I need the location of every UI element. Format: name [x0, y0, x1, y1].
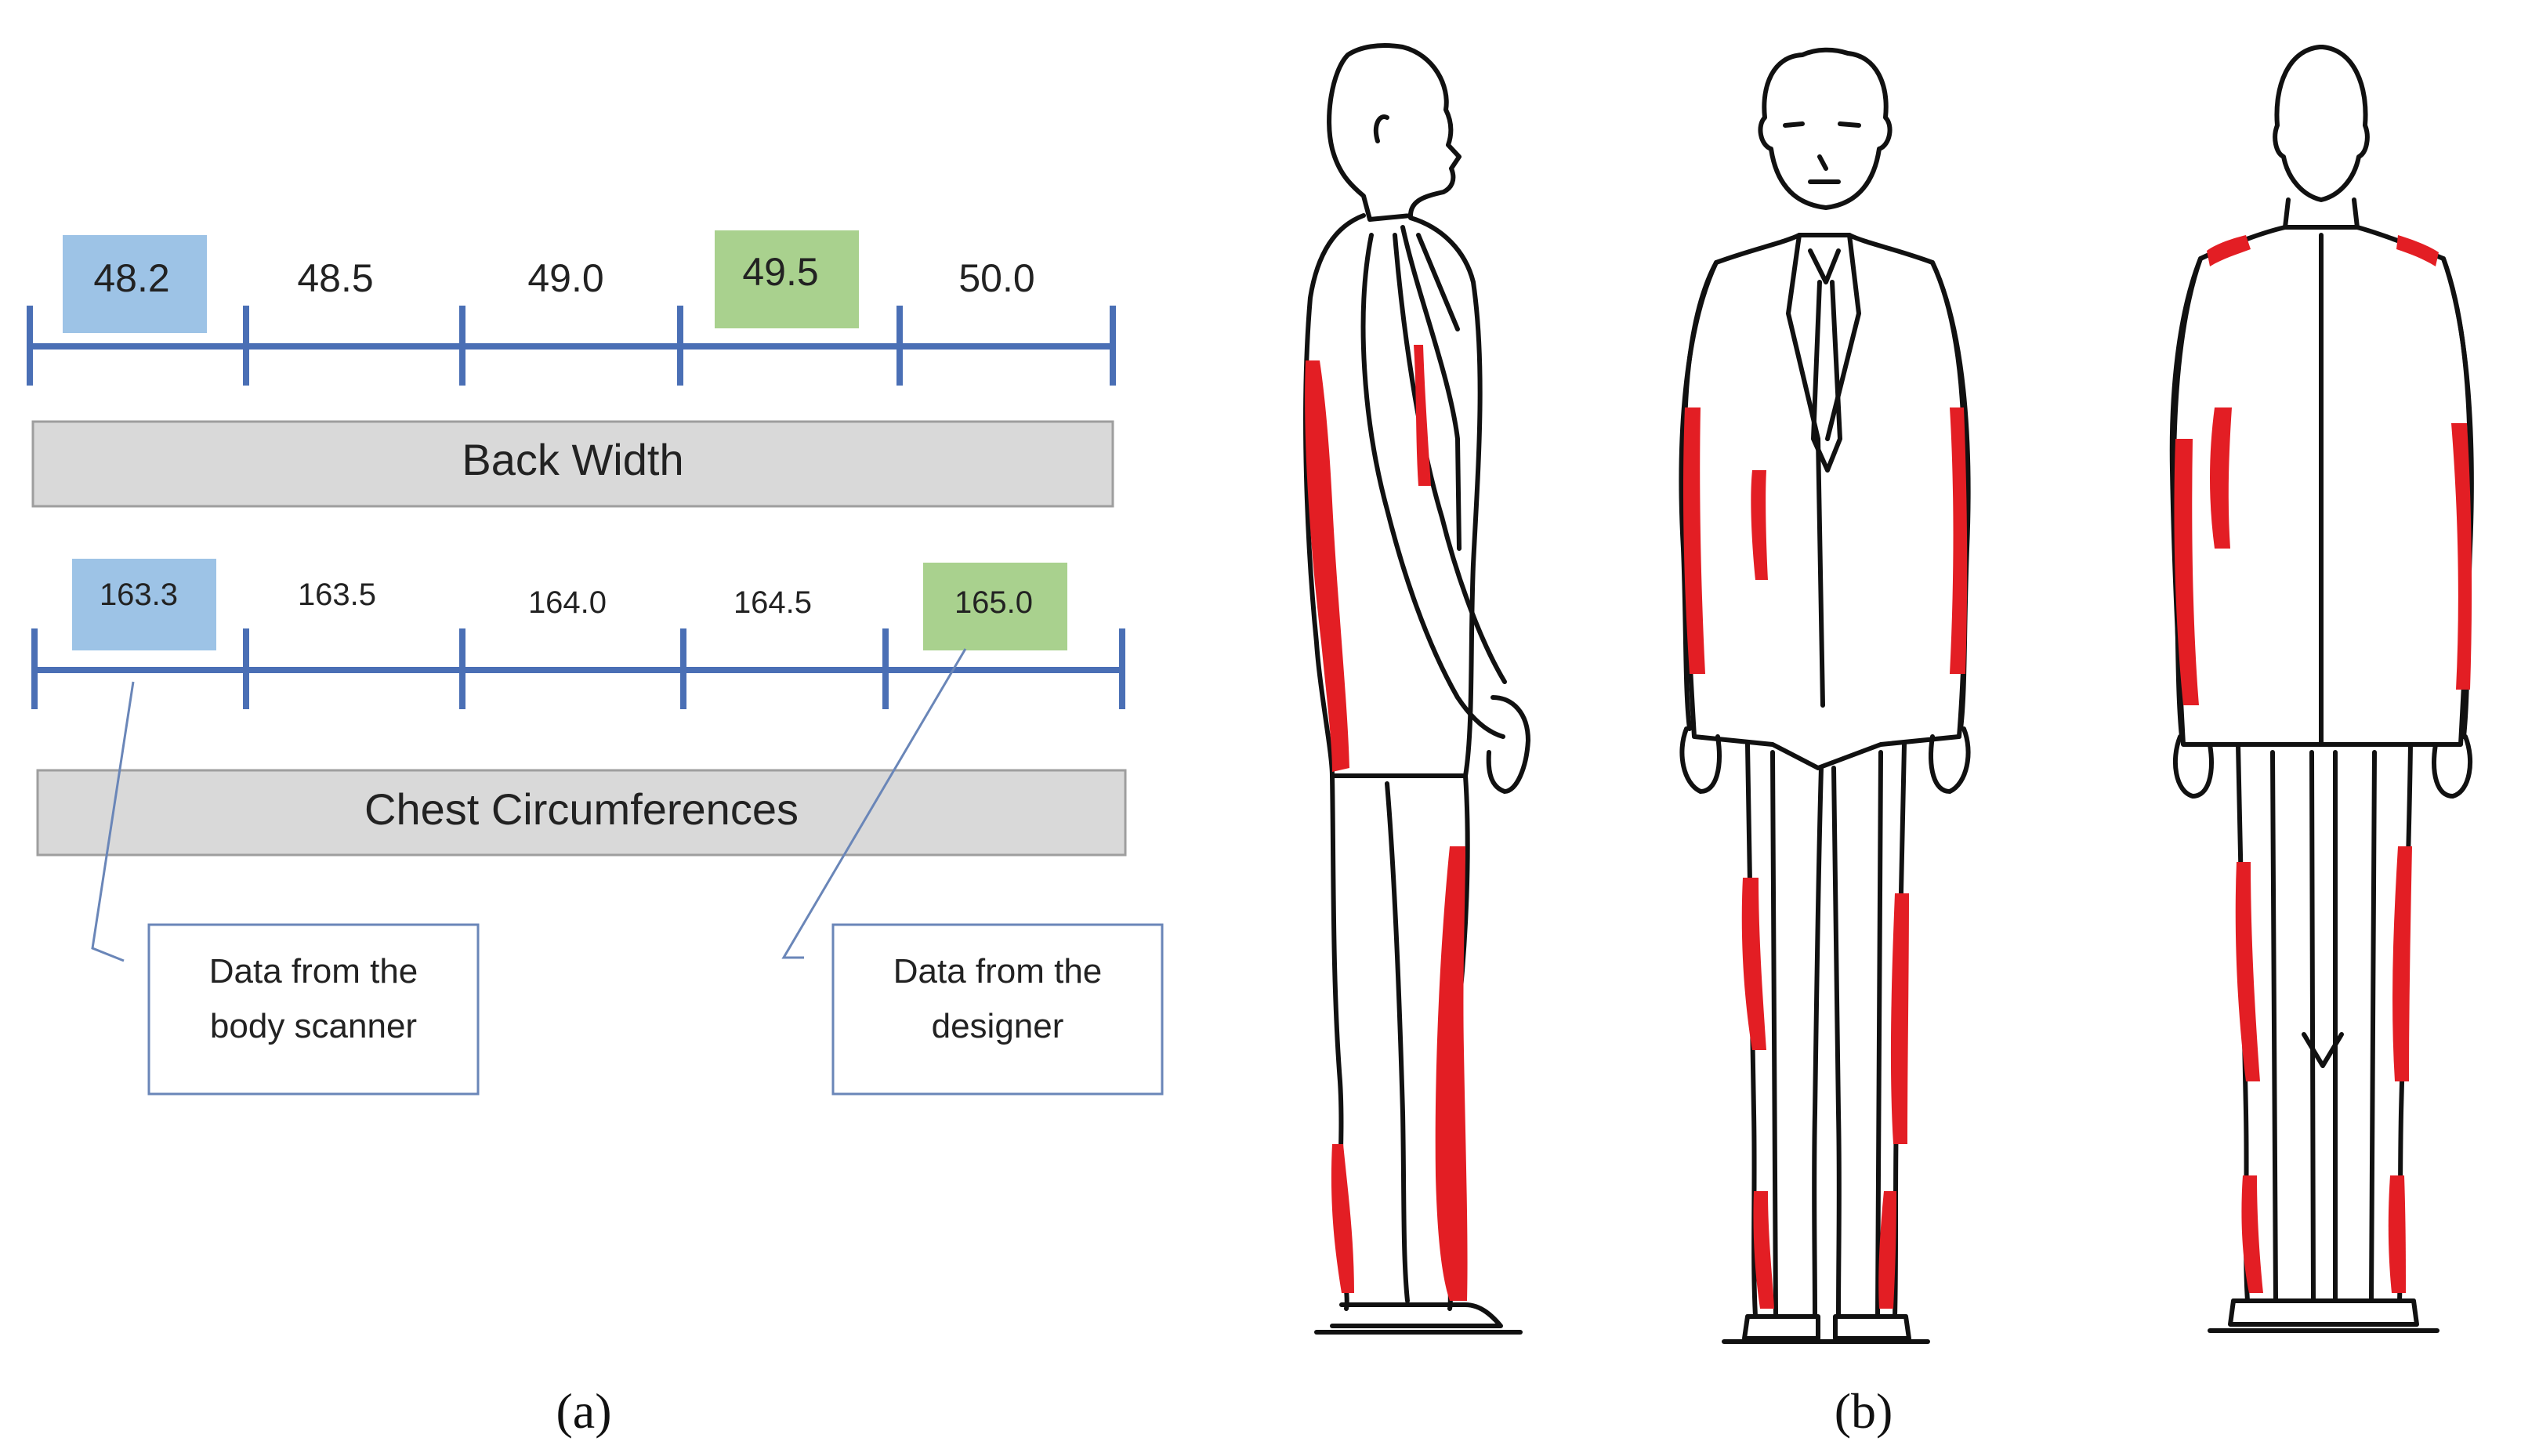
callout-body-scanner: Data from the body scanner	[91, 681, 480, 1096]
callout-box	[147, 923, 480, 1096]
back-width-tick-label: 50.0	[958, 256, 1034, 300]
value-highlight-green	[715, 230, 859, 328]
panel-b-caption: (b)	[1835, 1383, 1893, 1439]
panel-b: (b)	[1303, 43, 2474, 1439]
back-width-scale: 48.2 48.5 49.0 49.5 50.0 Back Width	[27, 230, 1116, 508]
panel-a-caption: (a)	[556, 1383, 611, 1439]
chest-scale: 163.3 163.5 164.0 164.5 165.0 Chest Circ…	[31, 559, 1127, 857]
chest-tick-label: 163.5	[298, 578, 376, 612]
chest-label: Chest Circumferences	[364, 784, 799, 834]
front-view-figure	[1679, 47, 1971, 1344]
chest-tick-label: 165.0	[954, 585, 1033, 620]
back-width-tick-label: 49.0	[527, 256, 603, 300]
back-width-label: Back Width	[462, 435, 683, 484]
back-width-tick-label: 48.2	[93, 256, 169, 300]
back-width-axis	[27, 306, 1116, 386]
value-highlight-blue	[72, 559, 216, 650]
back-width-bar	[31, 420, 1114, 508]
side-view-misfit-zones	[1305, 345, 1468, 1301]
chest-tick-label: 164.5	[733, 585, 812, 620]
chest-axis	[31, 628, 1125, 709]
front-view-misfit-zones	[1683, 407, 1968, 1309]
back-width-tick-label: 49.5	[742, 250, 818, 294]
panel-a: 48.2 48.5 49.0 49.5 50.0 Back Width 163.…	[27, 230, 1164, 1439]
chest-tick-label: 163.3	[100, 578, 178, 612]
back-width-tick-label: 48.5	[297, 256, 373, 300]
back-view-misfit-zones	[2174, 235, 2472, 1293]
callout-leader-line	[91, 681, 135, 962]
value-highlight-green	[923, 563, 1067, 650]
back-view-figure	[2169, 45, 2474, 1333]
callout-text: body scanner	[210, 1007, 417, 1045]
side-view-figure	[1303, 43, 1530, 1335]
callout-text: Data from the	[209, 952, 418, 991]
callout-text: designer	[932, 1007, 1064, 1045]
callout-box	[831, 923, 1164, 1096]
callout-leader-line	[781, 648, 967, 959]
chest-tick-label: 164.0	[528, 585, 607, 620]
value-highlight-blue	[63, 235, 207, 333]
callout-designer: Data from the designer	[781, 648, 1164, 1096]
callout-text: Data from the	[893, 952, 1103, 991]
chest-bar	[36, 769, 1127, 857]
